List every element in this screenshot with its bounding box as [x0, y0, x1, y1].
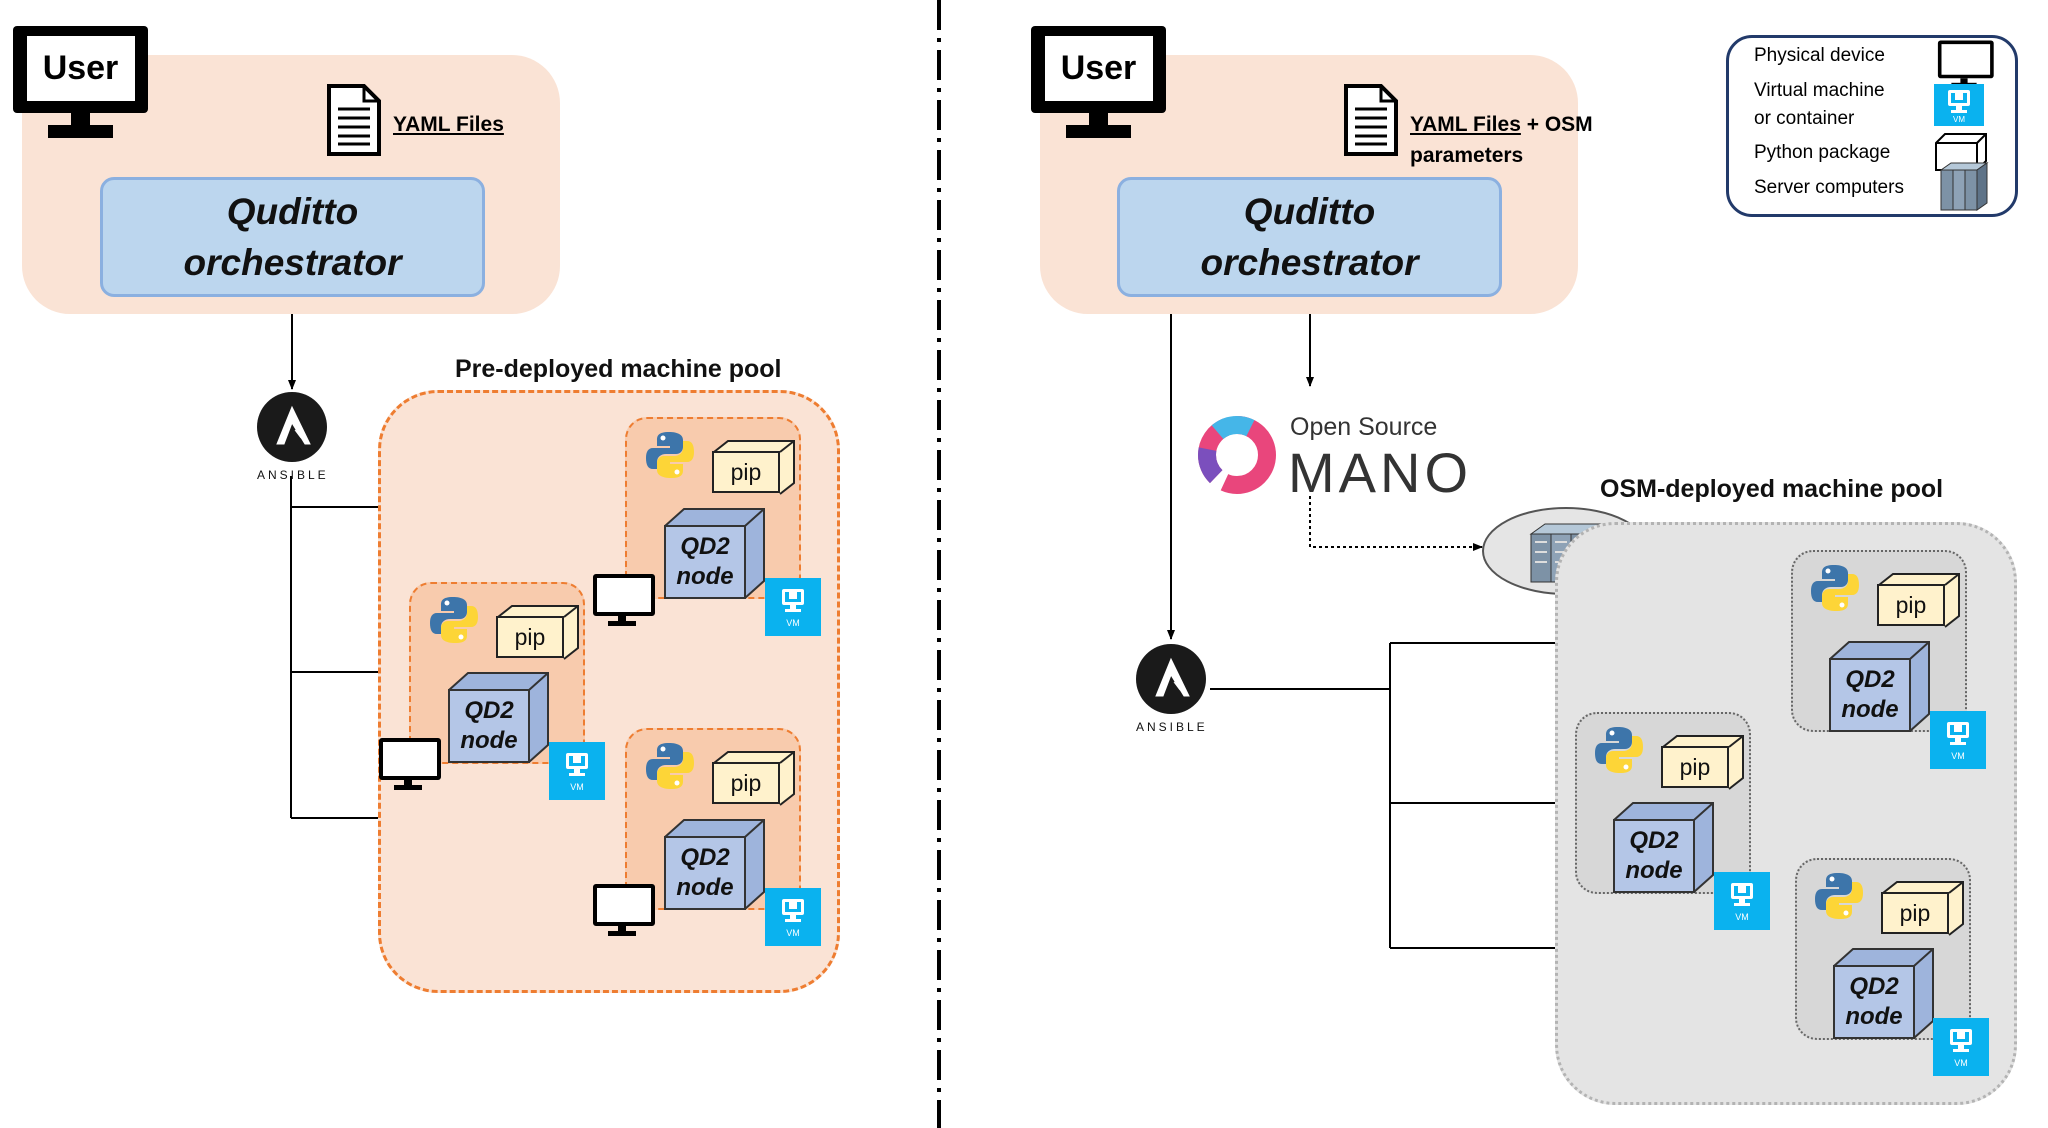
yaml-files-label-right: YAML Files + OSM: [1410, 113, 1593, 136]
python-logo-icon: [1815, 873, 1863, 919]
osm-parameters-label: parameters: [1410, 144, 1524, 167]
legend-python-package-label: Python package: [1754, 142, 1891, 163]
pip-package-box: pip: [712, 750, 796, 806]
orchestrator-line2: orchestrator: [1200, 242, 1419, 283]
user-monitor-right: User: [1031, 26, 1166, 138]
legend-vm-label-line1: Virtual machine: [1754, 80, 1885, 101]
qd2-node-box: QD2 node: [664, 507, 766, 599]
qd2-line1: QD2: [1629, 827, 1679, 854]
user-label-right: User: [1044, 35, 1153, 102]
legend-physical-device-label: Physical device: [1754, 45, 1885, 66]
python-logo-icon: [646, 432, 694, 478]
qd2-line1: QD2: [1845, 666, 1895, 693]
vm-icon: VM: [1930, 711, 1986, 769]
pip-label: pip: [712, 451, 780, 493]
box-icon: [1935, 133, 1987, 171]
pip-package-box: pip: [1881, 880, 1965, 936]
pip-label: pip: [1881, 892, 1949, 934]
qd2-line2: node: [1841, 696, 1899, 723]
python-logo-icon: [1595, 727, 1643, 773]
user-monitor-left: User: [13, 26, 148, 138]
ansible-label-left: ANSIBLE: [257, 468, 329, 482]
qd2-node-box: QD2 node: [448, 671, 550, 763]
pip-label: pip: [1877, 584, 1945, 626]
vm-icon: VM: [1714, 872, 1770, 930]
qd2-node-box: QD2 node: [1833, 947, 1935, 1039]
quditto-orchestrator-right: Quditto orchestrator: [1117, 177, 1502, 297]
monitor-icon: [1937, 40, 1994, 88]
orchestrator-line1: Quditto: [226, 191, 359, 232]
yaml-files-label-left: YAML Files: [393, 113, 504, 136]
server-icon: [1939, 162, 1989, 211]
pip-package-box: pip: [712, 439, 796, 495]
qd2-line2: node: [460, 727, 518, 754]
pip-label: pip: [496, 616, 564, 658]
qd2-node-box: QD2 node: [1613, 801, 1715, 893]
pip-label: pip: [712, 762, 780, 804]
ansible-logo-icon-left: [257, 392, 327, 462]
qd2-line1: QD2: [464, 697, 514, 724]
user-label-left: User: [26, 35, 135, 102]
qd2-line1: QD2: [680, 533, 730, 560]
qd2-node-box: QD2 node: [664, 818, 766, 910]
qd2-line2: node: [676, 874, 734, 901]
pre-deployed-pool-title: Pre-deployed machine pool: [455, 355, 782, 383]
pip-label: pip: [1661, 746, 1729, 788]
qd2-line2: node: [676, 563, 734, 590]
osm-to-server-dotted-arrow: [1309, 496, 1483, 551]
osm-ring-logo-icon: [1198, 416, 1276, 494]
physical-device-monitor-icon: [593, 884, 655, 936]
pip-package-box: pip: [496, 604, 580, 660]
vm-icon: VM: [765, 578, 821, 636]
ansible-label-right: ANSIBLE: [1136, 720, 1208, 734]
quditto-orchestrator-left: Quditto orchestrator: [100, 177, 485, 297]
osm-open-source-text: Open Source: [1290, 413, 1438, 441]
physical-device-monitor-icon: [593, 574, 655, 626]
yaml-document-icon-right: [1344, 84, 1398, 156]
legend-server-computers-label: Server computers: [1754, 177, 1904, 198]
vm-icon: VM: [549, 742, 605, 800]
python-logo-icon: [430, 597, 478, 643]
ansible-logo-icon-right: [1136, 644, 1206, 714]
legend-vm-label-line2: or container: [1754, 108, 1855, 129]
pip-package-box: pip: [1661, 734, 1745, 790]
vm-icon: VM: [1934, 84, 1984, 126]
python-logo-icon: [1811, 565, 1859, 611]
qd2-line1: QD2: [680, 844, 730, 871]
qd2-line2: node: [1625, 857, 1683, 884]
qd2-line2: node: [1845, 1003, 1903, 1030]
orchestrator-line2: orchestrator: [183, 242, 402, 283]
qd2-line1: QD2: [1849, 973, 1899, 1000]
python-logo-icon: [646, 743, 694, 789]
osm-mano-text: MANO: [1288, 441, 1472, 504]
orchestrator-line1: Quditto: [1243, 191, 1376, 232]
physical-device-monitor-icon: [379, 738, 441, 790]
legend: Physical device Virtual machine or conta…: [1726, 35, 2018, 217]
vm-icon: VM: [765, 888, 821, 946]
vm-icon: VM: [1933, 1018, 1989, 1076]
qd2-node-box: QD2 node: [1829, 640, 1931, 732]
yaml-document-icon-left: [327, 84, 381, 156]
pip-package-box: pip: [1877, 572, 1961, 628]
osm-deployed-pool-title: OSM-deployed machine pool: [1600, 475, 1944, 503]
